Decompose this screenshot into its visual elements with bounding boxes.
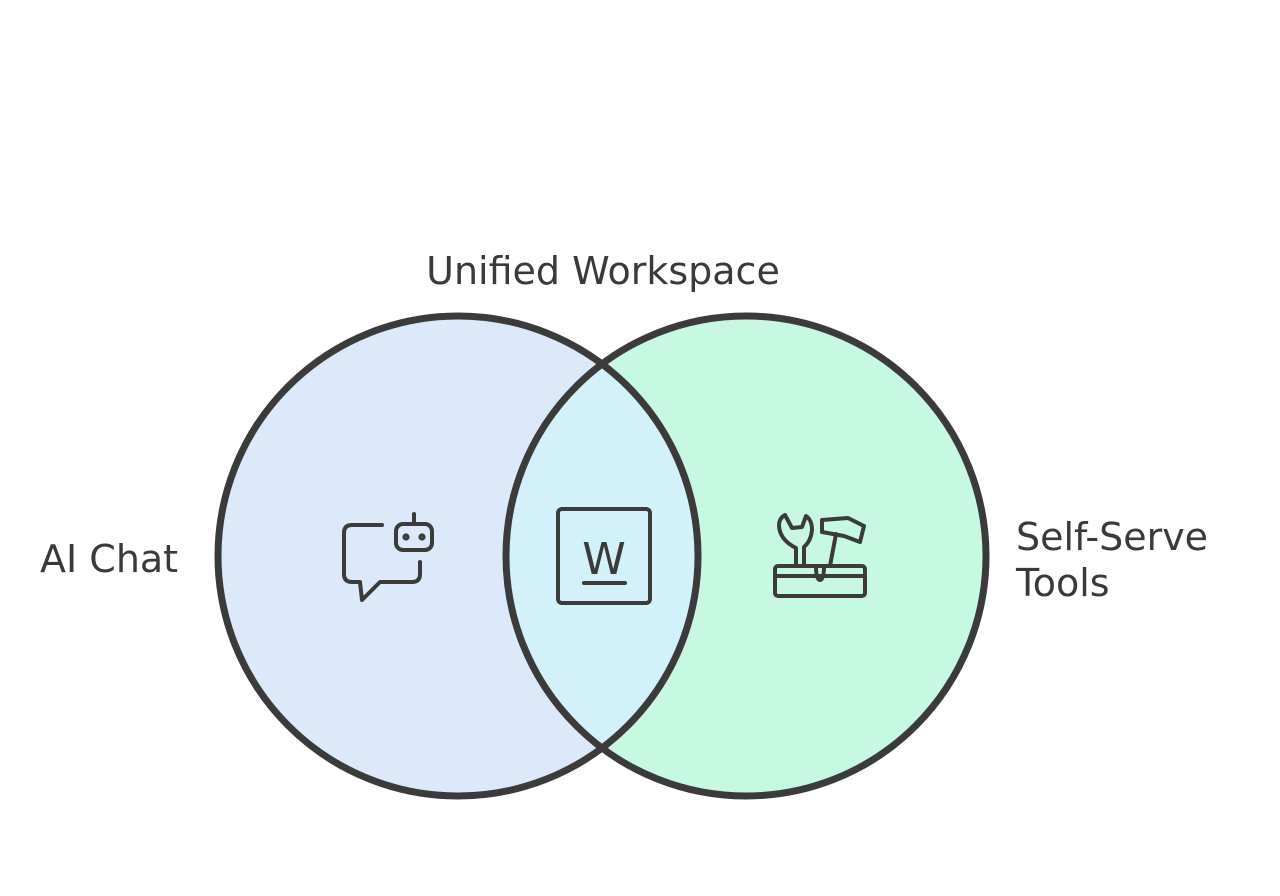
left-set-outline — [214, 312, 702, 800]
diagram-title: Unified Workspace — [426, 249, 780, 293]
robot-chat-icon — [342, 512, 434, 602]
intersection-fill — [508, 318, 698, 794]
right-set-label-line1: Self-Serve — [1016, 515, 1208, 559]
left-set-label: AI Chat — [40, 537, 178, 581]
toolbox-icon — [773, 513, 867, 598]
right-set-outline — [502, 312, 990, 800]
w-document-icon: W — [556, 507, 652, 605]
right-set-label-line2: Tools — [1015, 561, 1110, 605]
w-document-letter: W — [582, 534, 626, 585]
